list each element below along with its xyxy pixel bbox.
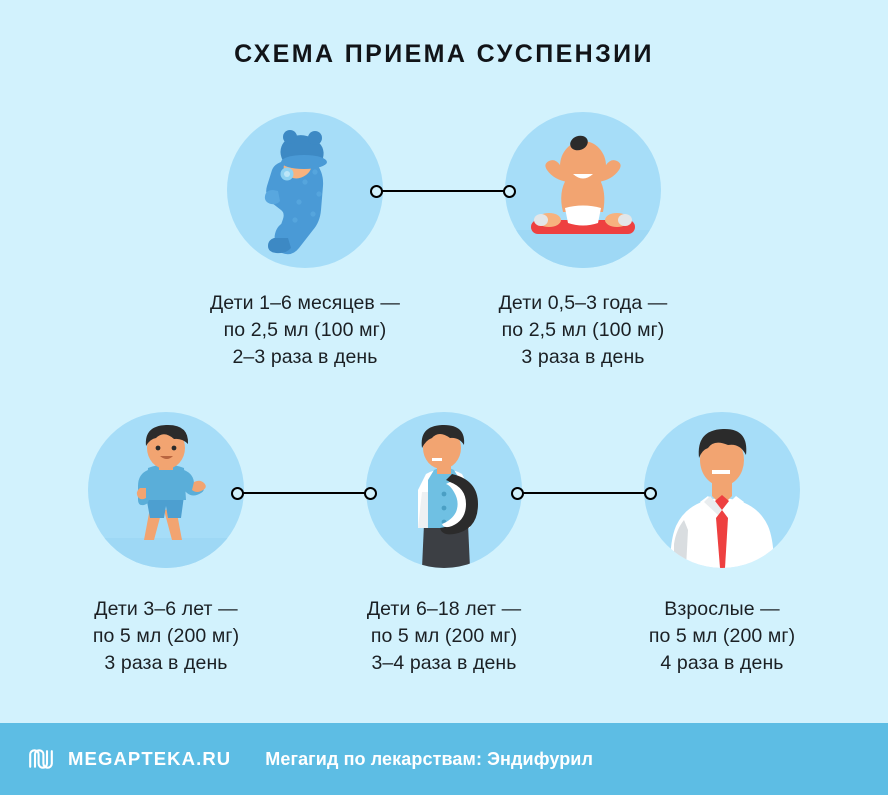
footer-note: Мегагид по лекарствам: Эндифурил	[265, 748, 593, 769]
megapteka-monogram-icon	[26, 744, 56, 774]
age-group-row-top: Дети 1–6 месяцев — по 2,5 мл (100 мг) 2–…	[0, 112, 888, 371]
age-group-row-bottom: Дети 3–6 лет — по 5 мл (200 мг) 3 раза в…	[0, 412, 888, 677]
age-group-node-5: Взрослые — по 5 мл (200 мг) 4 раза в ден…	[583, 412, 861, 677]
age-group-node-4: Дети 6–18 лет — по 5 мл (200 мг) 3–4 раз…	[305, 412, 583, 677]
age-group-caption: Взрослые — по 5 мл (200 мг) 4 раза в ден…	[648, 598, 796, 674]
logo-text: MEGAPTEKA.RU	[68, 748, 232, 769]
page-title: СХЕМА ПРИЕМА СУСПЕНЗИИ	[234, 40, 654, 68]
adult-man-icon	[644, 412, 800, 568]
age-group-node-2: Дети 0,5–3 года — по 2,5 мл (100 мг) 3 р…	[444, 112, 722, 371]
sleeping-baby-icon	[227, 112, 383, 268]
standing-boy-icon	[88, 412, 244, 568]
schoolboy-with-backpack-icon	[366, 412, 522, 568]
age-group-caption: Дети 0,5–3 года — по 2,5 мл (100 мг) 3 р…	[498, 292, 668, 368]
age-group-caption: Дети 3–6 лет — по 5 мл (200 мг) 3 раза в…	[92, 598, 240, 674]
footer-bar: MEGAPTEKA.RU Мегагид по лекарствам: Энди…	[0, 723, 888, 795]
age-group-caption: Дети 6–18 лет — по 5 мл (200 мг) 3–4 раз…	[366, 598, 522, 674]
age-group-node-1: Дети 1–6 месяцев — по 2,5 мл (100 мг) 2–…	[166, 112, 444, 371]
age-group-node-3: Дети 3–6 лет — по 5 мл (200 мг) 3 раза в…	[27, 412, 305, 677]
sitting-toddler-icon	[505, 112, 661, 268]
age-group-caption: Дети 1–6 месяцев — по 2,5 мл (100 мг) 2–…	[209, 292, 401, 368]
